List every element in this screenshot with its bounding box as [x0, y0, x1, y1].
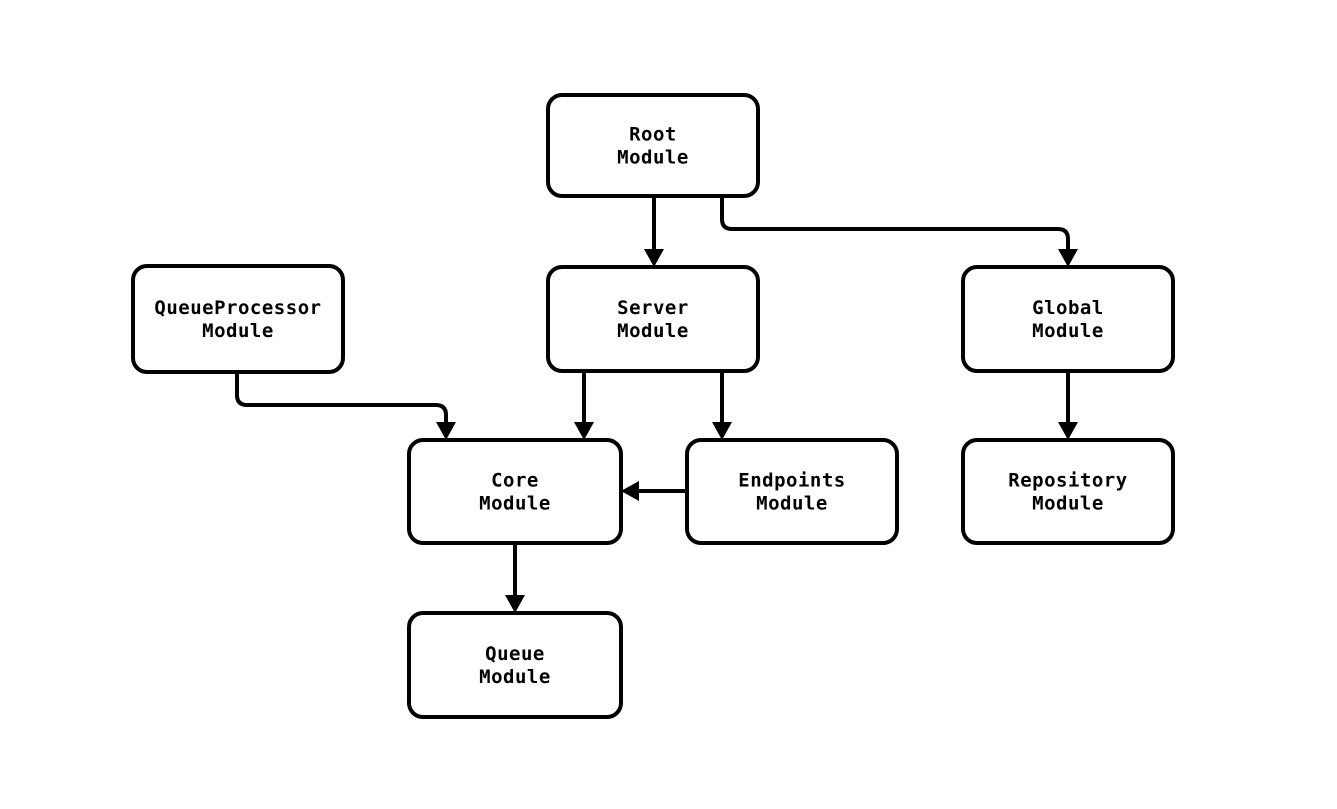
node-box-queueprocessor[interactable]	[131, 264, 345, 374]
node-box-core[interactable]	[407, 438, 623, 545]
edge-server-to-core	[574, 371, 594, 440]
edge-server-to-endpoints	[712, 371, 732, 440]
node-label-line1-repository: Repository	[1008, 469, 1127, 491]
node-label-line2-global: Module	[1032, 320, 1104, 342]
edge-endpoints-to-core	[621, 481, 687, 501]
edge-root-to-server	[644, 196, 664, 267]
arrowhead-icon-core-to-queue	[505, 595, 525, 613]
node-label-line2-queue: Module	[479, 666, 551, 688]
node-box-queue[interactable]	[407, 611, 623, 719]
arrowhead-icon-root-to-global	[1058, 249, 1078, 267]
edge-queueprocessor-to-core	[235, 372, 456, 440]
node-label-line2-core: Module	[479, 492, 551, 514]
node-box-repository[interactable]	[961, 438, 1175, 545]
edge-line-queueprocessor-to-core	[235, 372, 448, 426]
node-label-line1-queueprocessor: QueueProcessor	[154, 297, 321, 319]
node-box-root[interactable]	[546, 93, 760, 198]
node-label-line1-core: Core	[491, 469, 539, 491]
node-label-line1-endpoints: Endpoints	[738, 469, 845, 491]
node-box-server[interactable]	[546, 265, 760, 373]
node-box-endpoints[interactable]	[685, 438, 899, 545]
edge-line-root-to-global	[720, 196, 1070, 253]
arrowhead-icon-server-to-endpoints	[712, 422, 732, 440]
node-label-line1-server: Server	[617, 297, 689, 319]
node-label-line2-server: Module	[617, 320, 689, 342]
arrowhead-icon-queueprocessor-to-core	[436, 422, 456, 440]
arrowhead-icon-endpoints-to-core	[621, 481, 639, 501]
arrowhead-icon-global-to-repository	[1058, 422, 1078, 440]
edges-layer	[235, 196, 1078, 613]
node-label-line2-endpoints: Module	[756, 492, 828, 514]
node-label-line1-queue: Queue	[485, 643, 545, 665]
node-label-line1-global: Global	[1032, 297, 1104, 319]
node-box-global[interactable]	[961, 265, 1175, 373]
node-label-line2-root: Module	[617, 146, 689, 168]
arrowhead-icon-server-to-core	[574, 422, 594, 440]
node-label-line2-repository: Module	[1032, 492, 1104, 514]
arrowhead-icon-root-to-server	[644, 249, 664, 267]
edge-root-to-global	[720, 196, 1078, 267]
edge-global-to-repository	[1058, 371, 1078, 440]
node-label-line2-queueprocessor: Module	[202, 320, 274, 342]
node-label-line1-root: Root	[629, 123, 677, 145]
edge-core-to-queue	[505, 543, 525, 613]
